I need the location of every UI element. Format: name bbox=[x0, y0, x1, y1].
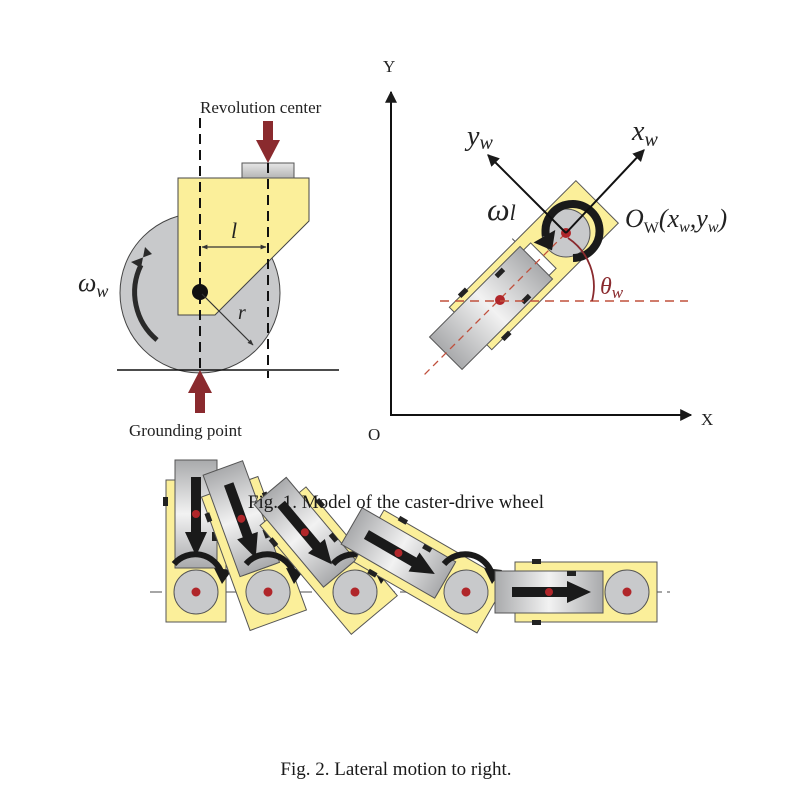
grounding-point-label: Grounding point bbox=[129, 421, 242, 440]
bracket-pad bbox=[315, 498, 325, 509]
hub-center-dot bbox=[461, 587, 471, 597]
wheel-rotation-arrow bbox=[132, 263, 159, 342]
caster-unit bbox=[200, 460, 308, 632]
caster-unit bbox=[494, 559, 658, 625]
wheel-center-dot bbox=[237, 514, 246, 523]
omega-l-label: ωl bbox=[487, 191, 516, 227]
bracket-pad bbox=[268, 537, 279, 548]
steer-rotation-arrow bbox=[171, 551, 225, 576]
xw-axis bbox=[565, 149, 645, 234]
wheel-centerline bbox=[424, 232, 567, 375]
caster-unit bbox=[253, 476, 398, 635]
wheel-center-dot bbox=[495, 295, 505, 305]
top-view-diagram: Y X O xw yw ωl OW(xw,yw) θw bbox=[368, 57, 727, 444]
wheel-center-dot bbox=[192, 510, 200, 518]
wheel-center-dot bbox=[394, 549, 403, 557]
theta-w-label: θw bbox=[600, 274, 624, 302]
caster-unit bbox=[340, 507, 508, 634]
bracket-pad bbox=[532, 559, 541, 564]
fig1-caption: Fig. 1. Model of the caster-drive wheel bbox=[247, 492, 545, 513]
bracket-pad bbox=[567, 571, 576, 576]
steer-rotation-arrow bbox=[243, 551, 297, 576]
bracket-pad bbox=[204, 512, 213, 523]
theta-arc bbox=[567, 237, 595, 302]
frame-origin-label: OW(xw,yw) bbox=[625, 204, 727, 237]
bracket-pad bbox=[328, 532, 339, 543]
bracket-pad bbox=[367, 568, 378, 578]
steer-rotation-arrow bbox=[441, 551, 495, 576]
fig2-caption: Fig. 2. Lateral motion to right. bbox=[280, 759, 512, 780]
revolution-center-label: Revolution center bbox=[200, 98, 322, 117]
steer-rotation-arrowhead bbox=[214, 568, 232, 584]
wheel-rotation-arrowhead bbox=[131, 247, 152, 268]
hub-center-dot bbox=[191, 587, 201, 597]
wheel-center-dot bbox=[545, 588, 553, 596]
yw-axis bbox=[487, 154, 567, 234]
x-axis-label: X bbox=[701, 410, 713, 429]
xw-label: xw bbox=[631, 116, 658, 151]
y-axis-label: Y bbox=[383, 57, 395, 76]
bracket-pad bbox=[163, 497, 168, 506]
yw-label: yw bbox=[464, 121, 493, 154]
side-view-diagram: Revolution center Grounding point l r ωw bbox=[78, 98, 339, 440]
bracket-pad bbox=[422, 543, 433, 553]
hub-center-dot bbox=[622, 587, 632, 597]
bracket-pad bbox=[397, 515, 409, 525]
offset-l-label: l bbox=[231, 218, 237, 243]
wheel-center-dot bbox=[300, 528, 309, 537]
revolution-center-arrow bbox=[256, 121, 280, 163]
omega-w-symbol: ωw bbox=[78, 268, 108, 301]
caster-unit bbox=[163, 459, 229, 623]
origin-label: O bbox=[368, 425, 380, 444]
steer-rotation-arrowhead bbox=[533, 230, 556, 251]
hub-center-dot bbox=[263, 587, 273, 597]
radius-arrow bbox=[201, 293, 254, 346]
bracket-pad bbox=[532, 620, 541, 625]
grounding-point-arrow bbox=[188, 370, 212, 413]
radius-r-label: r bbox=[238, 302, 246, 324]
lateral-motion-sequence bbox=[150, 459, 675, 635]
hub-center-dot bbox=[350, 587, 360, 597]
